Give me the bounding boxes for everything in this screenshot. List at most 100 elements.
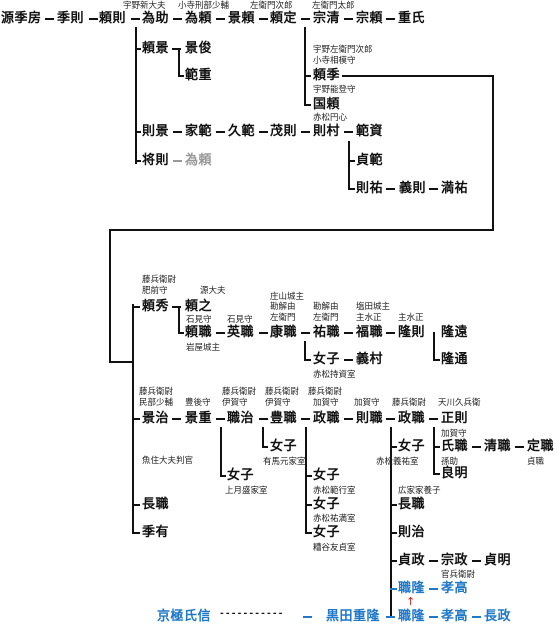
title-note: 民部少輔	[139, 398, 174, 408]
connector-line	[135, 160, 141, 162]
title-note: 肥前守	[142, 286, 168, 296]
connector-line	[178, 75, 184, 77]
person-name: 重氏	[398, 11, 426, 26]
person-name: 女子	[227, 468, 255, 483]
person-name: 英職	[227, 325, 255, 340]
person-name: 孝高	[441, 581, 469, 596]
person-name: 季則	[57, 11, 85, 26]
person-name: 為助	[142, 11, 170, 26]
title-note: 広家家養子	[398, 486, 441, 496]
connector-line	[109, 361, 133, 363]
connector-line	[429, 418, 438, 420]
person-name: 頼景	[142, 41, 170, 56]
connector-line	[386, 418, 395, 420]
connector-line	[305, 504, 312, 506]
title-note: 藤兵衛尉	[139, 387, 174, 397]
person-name: 女子	[313, 352, 341, 367]
person-name: 義則	[399, 181, 427, 196]
person-name: 則村	[313, 124, 341, 139]
connector-line	[515, 446, 524, 448]
person-name: 黒田重隆	[326, 609, 381, 624]
title-note: 源大夫	[200, 286, 226, 296]
connector-line	[301, 131, 310, 133]
connector-line	[131, 18, 140, 20]
connector-line	[304, 27, 306, 104]
connector-line	[390, 588, 397, 590]
title-note: 魚住大夫判官	[142, 456, 194, 466]
connector-line	[433, 359, 440, 361]
person-name: 範資	[356, 124, 384, 139]
person-name: 則景	[142, 124, 170, 139]
connector-line	[390, 532, 397, 534]
connector-line	[259, 18, 268, 20]
person-name: 宗頼	[356, 11, 384, 26]
connector-line	[429, 188, 438, 190]
connector-line	[303, 616, 312, 618]
connector-line	[89, 18, 98, 20]
connector-line	[109, 229, 494, 231]
person-name: 源季房	[1, 11, 42, 26]
connector-line	[305, 475, 312, 477]
person-name: 女子	[270, 439, 298, 454]
title-note: 主水正	[398, 313, 424, 323]
person-name: 隆則	[398, 325, 426, 340]
connector-line	[344, 18, 353, 20]
connector-line	[301, 418, 310, 420]
title-note: 石見守	[227, 315, 253, 325]
connector-line	[344, 359, 353, 361]
person-name: 頼秀	[142, 299, 170, 314]
connector-line	[301, 18, 310, 20]
connector-line	[216, 332, 225, 334]
title-note: 勘解由	[270, 302, 296, 312]
connector-line	[178, 332, 184, 334]
connector-line	[172, 306, 181, 308]
person-name: 範重	[185, 68, 213, 83]
connector-line	[344, 418, 353, 420]
connector-line	[472, 560, 481, 562]
title-note: 赤松円心	[313, 113, 348, 123]
title-note: 赤松祐満室	[313, 514, 356, 524]
person-name: 貞政	[398, 553, 426, 568]
title-note: 赤松義祐室	[376, 457, 419, 467]
person-name: 則祐	[356, 181, 384, 196]
person-name: 頼季	[313, 68, 341, 83]
connector-line	[135, 48, 141, 50]
person-name: 職隆	[398, 581, 426, 596]
connector-line	[344, 131, 353, 133]
person-name: 長職	[142, 497, 170, 512]
connector-line	[304, 75, 311, 77]
title-note: 孫助	[441, 457, 459, 467]
person-name: 頼之	[185, 299, 213, 314]
title-note: 藤兵衛尉	[142, 275, 177, 285]
person-name: 貞範	[356, 153, 384, 168]
person-name: 祐職	[313, 325, 341, 340]
title-note: 加賀守	[313, 398, 339, 408]
connector-line	[429, 616, 438, 618]
person-name: 貞明	[484, 553, 512, 568]
title-note: 主水正	[356, 313, 382, 323]
connector-line	[259, 418, 268, 420]
person-name: 女子	[313, 525, 341, 540]
person-name: 長政	[484, 609, 512, 624]
connector-line	[259, 332, 268, 334]
person-name: 則治	[398, 525, 426, 540]
person-name: 為頼	[185, 153, 213, 168]
title-note: 豊後守	[185, 398, 211, 408]
connector-line	[259, 131, 268, 133]
connector-line	[305, 427, 307, 534]
connector-line	[304, 359, 311, 361]
title-note: 藤兵衛尉	[392, 398, 427, 408]
title-note: 左衛門	[313, 313, 339, 323]
person-name: 豊職	[270, 411, 298, 426]
person-name: 職隆	[398, 609, 426, 624]
connector-line	[132, 306, 140, 308]
person-name: 為頼	[185, 11, 213, 26]
connector-line	[304, 104, 311, 106]
person-name: 女子	[398, 439, 426, 454]
connector-line	[305, 532, 312, 534]
title-note: 糟谷友貞室	[313, 543, 356, 553]
connector-line	[132, 504, 140, 506]
connector-line	[220, 427, 222, 475]
title-note: 宇野左衛門次郎	[313, 45, 373, 55]
title-note: 赤松持資室	[313, 370, 356, 380]
